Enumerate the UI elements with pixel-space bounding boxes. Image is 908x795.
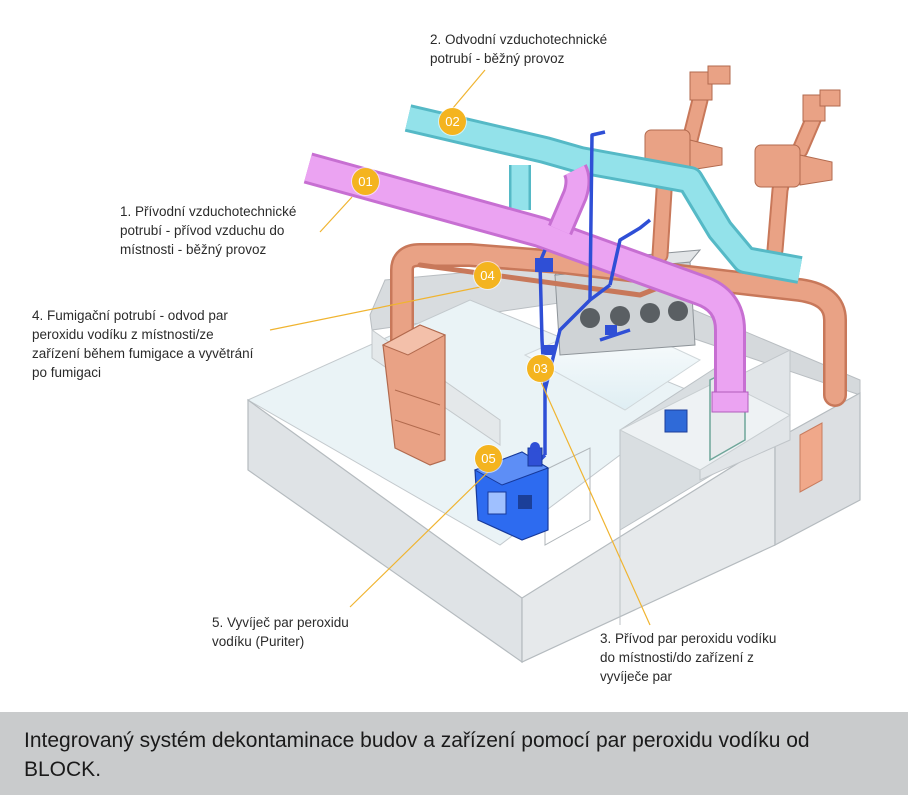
leader-line-3	[540, 381, 651, 626]
leader-line-2	[452, 69, 486, 109]
caption: Integrovaný systém dekontaminace budov a…	[0, 712, 908, 795]
building-diagram	[246, 65, 861, 664]
label-h2o2-supply-line: 3. Přívod par peroxidu vodíku	[600, 631, 777, 646]
badge-03: 03	[527, 355, 554, 382]
label-exhaust-duct: 2. Odvodní vzduchotechnické potrubí - bě…	[430, 30, 607, 68]
h2o2-pipe-fittings	[535, 258, 617, 355]
label-fumigation-duct-line: peroxidu vodíku z místnosti/ze	[32, 327, 214, 342]
exhaust-duct	[404, 104, 803, 284]
supply-diffuser	[711, 391, 749, 413]
badge-02: 02	[439, 108, 466, 135]
h2o2-generator	[473, 442, 550, 541]
label-h2o2-supply-line: vyvíječe par	[600, 669, 673, 684]
leader-line-1	[319, 196, 353, 233]
leader-lines	[269, 69, 651, 626]
label-fumigation-duct-line: zařízení během fumigace a vyvětrání	[32, 346, 254, 361]
label-fumigation-duct-line: po fumigaci	[32, 365, 102, 380]
label-supply-duct-line: místnosti - běžný provoz	[120, 242, 267, 257]
label-supply-duct-line: 1. Přívodní vzduchotechnické	[120, 204, 297, 219]
label-supply-duct-line: potrubí - přívod vzduchu do	[120, 223, 285, 238]
leader-line-4	[269, 284, 491, 331]
badge-01: 01	[352, 168, 379, 195]
label-exhaust-duct-line: 2. Odvodní vzduchotechnické	[430, 32, 608, 47]
leader-line-5	[349, 471, 489, 608]
label-generator: 5. Vyvíječ par peroxidu vodíku (Puriter)	[212, 613, 349, 651]
label-h2o2-supply-line: do místnosti/do zařízení z	[600, 650, 754, 665]
fumigation-tower	[381, 324, 447, 466]
label-generator-line: 5. Vyvíječ par peroxidu	[212, 615, 349, 630]
label-supply-duct: 1. Přívodní vzduchotechnické potrubí - p…	[120, 202, 296, 259]
label-fumigation-duct-line: 4. Fumigační potrubí - odvod par	[32, 308, 228, 323]
label-exhaust-duct-line: potrubí - běžný provoz	[430, 51, 565, 66]
label-generator-line: vodíku (Puriter)	[212, 634, 305, 649]
badge-04: 04	[474, 262, 501, 289]
building-walls	[246, 261, 861, 664]
label-fumigation-duct: 4. Fumigační potrubí - odvod par peroxid…	[32, 306, 253, 382]
supply-duct	[303, 152, 746, 400]
label-h2o2-supply: 3. Přívod par peroxidu vodíku do místnos…	[600, 629, 776, 686]
badge-05: 05	[475, 445, 502, 472]
